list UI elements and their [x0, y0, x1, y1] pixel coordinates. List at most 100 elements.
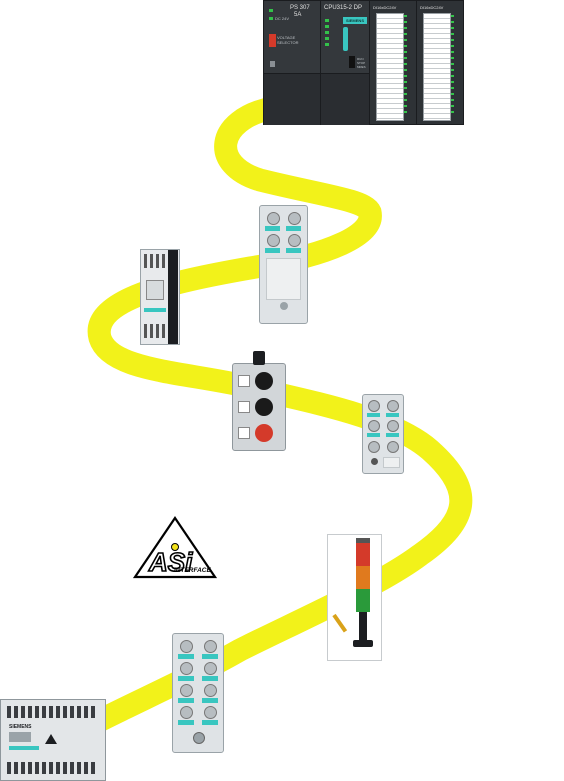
cpu-led-icon	[325, 37, 329, 40]
di-terminal-strip	[376, 13, 404, 121]
io-connector-icon	[180, 662, 193, 675]
asi-interface-logo: ASi INTERFACE	[133, 516, 217, 579]
io-addressing-socket-icon	[193, 732, 205, 744]
power-supply-module: PS 307 5A DC 24V VOLTAGE SELECTOR	[264, 1, 321, 125]
plc-rack: PS 307 5A DC 24V VOLTAGE SELECTOR CPU315…	[263, 0, 464, 125]
do-module: DI16xDC24V	[417, 1, 463, 124]
io-label-strip	[367, 413, 380, 417]
din-display-icon	[146, 280, 164, 300]
label-plate	[238, 427, 250, 439]
io-connector-icon	[204, 706, 217, 719]
logo-letters: ASi	[148, 547, 193, 577]
io-connector-icon	[180, 706, 193, 719]
gateway-label-strip	[9, 746, 39, 750]
io-connector-icon	[288, 212, 301, 225]
tower-cable	[332, 613, 348, 633]
gateway-brand: SIEMENS	[9, 724, 32, 730]
io-connector-icon	[180, 684, 193, 697]
asi-cable-path	[0, 96, 473, 779]
tower-green-segment	[356, 589, 370, 612]
di-module-label: DI16xDC24V	[373, 5, 397, 10]
ps-dc-label: DC 24V	[275, 16, 290, 21]
ps-rating: 5A	[294, 12, 302, 18]
cpu-lower-cover	[321, 73, 369, 125]
label-plate	[238, 401, 250, 413]
ps-lower-cover	[264, 73, 320, 125]
ps-terminal-icon	[270, 61, 275, 67]
io-module-lower	[172, 633, 224, 753]
io-connector-icon	[387, 420, 399, 432]
tower-cap	[356, 538, 370, 543]
signal-tower	[327, 534, 382, 661]
tower-pole	[359, 612, 367, 640]
io-label-strip	[265, 226, 280, 231]
din-label-strip	[144, 308, 166, 312]
asi-gateway: SIEMENS	[0, 699, 106, 781]
din-terminal-row	[144, 254, 166, 268]
io-label-strip	[286, 248, 301, 253]
di-module: DI16xDC24V	[370, 1, 417, 124]
io-label-strip	[386, 433, 399, 437]
io-connector-icon	[267, 234, 280, 247]
din-rail-module	[140, 249, 180, 345]
io-addressing-socket-icon	[280, 302, 288, 310]
cpu-led-icon	[325, 31, 329, 34]
logo-dot-icon	[171, 543, 179, 551]
cpu-led-icon	[325, 25, 329, 28]
do-led-column	[451, 15, 454, 115]
io-connector-icon	[267, 212, 280, 225]
di-led-column	[404, 15, 407, 115]
io-label-strip	[265, 248, 280, 253]
do-module-label: DI16xDC24V	[420, 5, 444, 10]
din-terminal-row	[144, 324, 166, 338]
do-terminal-strip	[423, 13, 451, 121]
cpu-brand: SIEMENS	[345, 18, 364, 23]
cpu-led-icon	[325, 43, 329, 46]
io-connector-icon	[204, 684, 217, 697]
io-label-strip	[202, 654, 218, 659]
voltage-selector-switch	[269, 34, 276, 47]
io-label-strip	[178, 654, 194, 659]
io-module-right	[362, 394, 404, 474]
ps-title: PS 307	[290, 5, 310, 11]
io-module-upper	[259, 205, 308, 324]
cpu-mres-label: MRES	[357, 65, 366, 69]
io-connector-icon	[288, 234, 301, 247]
logo-sub: INTERFACE	[174, 567, 212, 574]
io-connector-icon	[368, 420, 380, 432]
tower-orange-segment	[356, 566, 370, 589]
gateway-terminal-row	[7, 706, 97, 718]
io-label-strip	[178, 698, 194, 703]
io-label-strip	[367, 433, 380, 437]
tower-red-segment	[356, 543, 370, 566]
io-label-strip	[386, 413, 399, 417]
io-connector-icon	[387, 400, 399, 412]
io-connector-icon	[368, 441, 380, 453]
red-button-icon	[255, 424, 273, 442]
black-button-icon	[255, 372, 273, 390]
cpu-title: CPU315-2 DP	[324, 5, 363, 11]
tower-base	[353, 640, 373, 647]
io-connector-icon	[387, 441, 399, 453]
io-connector-icon	[204, 640, 217, 653]
gateway-display-icon	[9, 732, 31, 742]
black-button-icon	[255, 398, 273, 416]
io-label-strip	[202, 698, 218, 703]
ps-selector-label: VOLTAGE SELECTOR	[277, 35, 299, 45]
io-label-strip	[202, 720, 218, 725]
cpu-mode-switch	[349, 56, 355, 68]
ps-led-icon	[269, 17, 273, 20]
cable-gland-icon	[253, 351, 265, 365]
io-label-plate	[266, 258, 301, 300]
label-plate	[238, 375, 250, 387]
io-label-strip	[202, 676, 218, 681]
io-label-strip	[286, 226, 301, 231]
cpu-run-label: RUN	[357, 57, 364, 61]
io-connector-icon	[368, 400, 380, 412]
io-connector-icon	[204, 662, 217, 675]
io-label-strip	[178, 720, 194, 725]
cpu-led-column	[325, 19, 329, 49]
cpu-led-icon	[325, 19, 329, 22]
